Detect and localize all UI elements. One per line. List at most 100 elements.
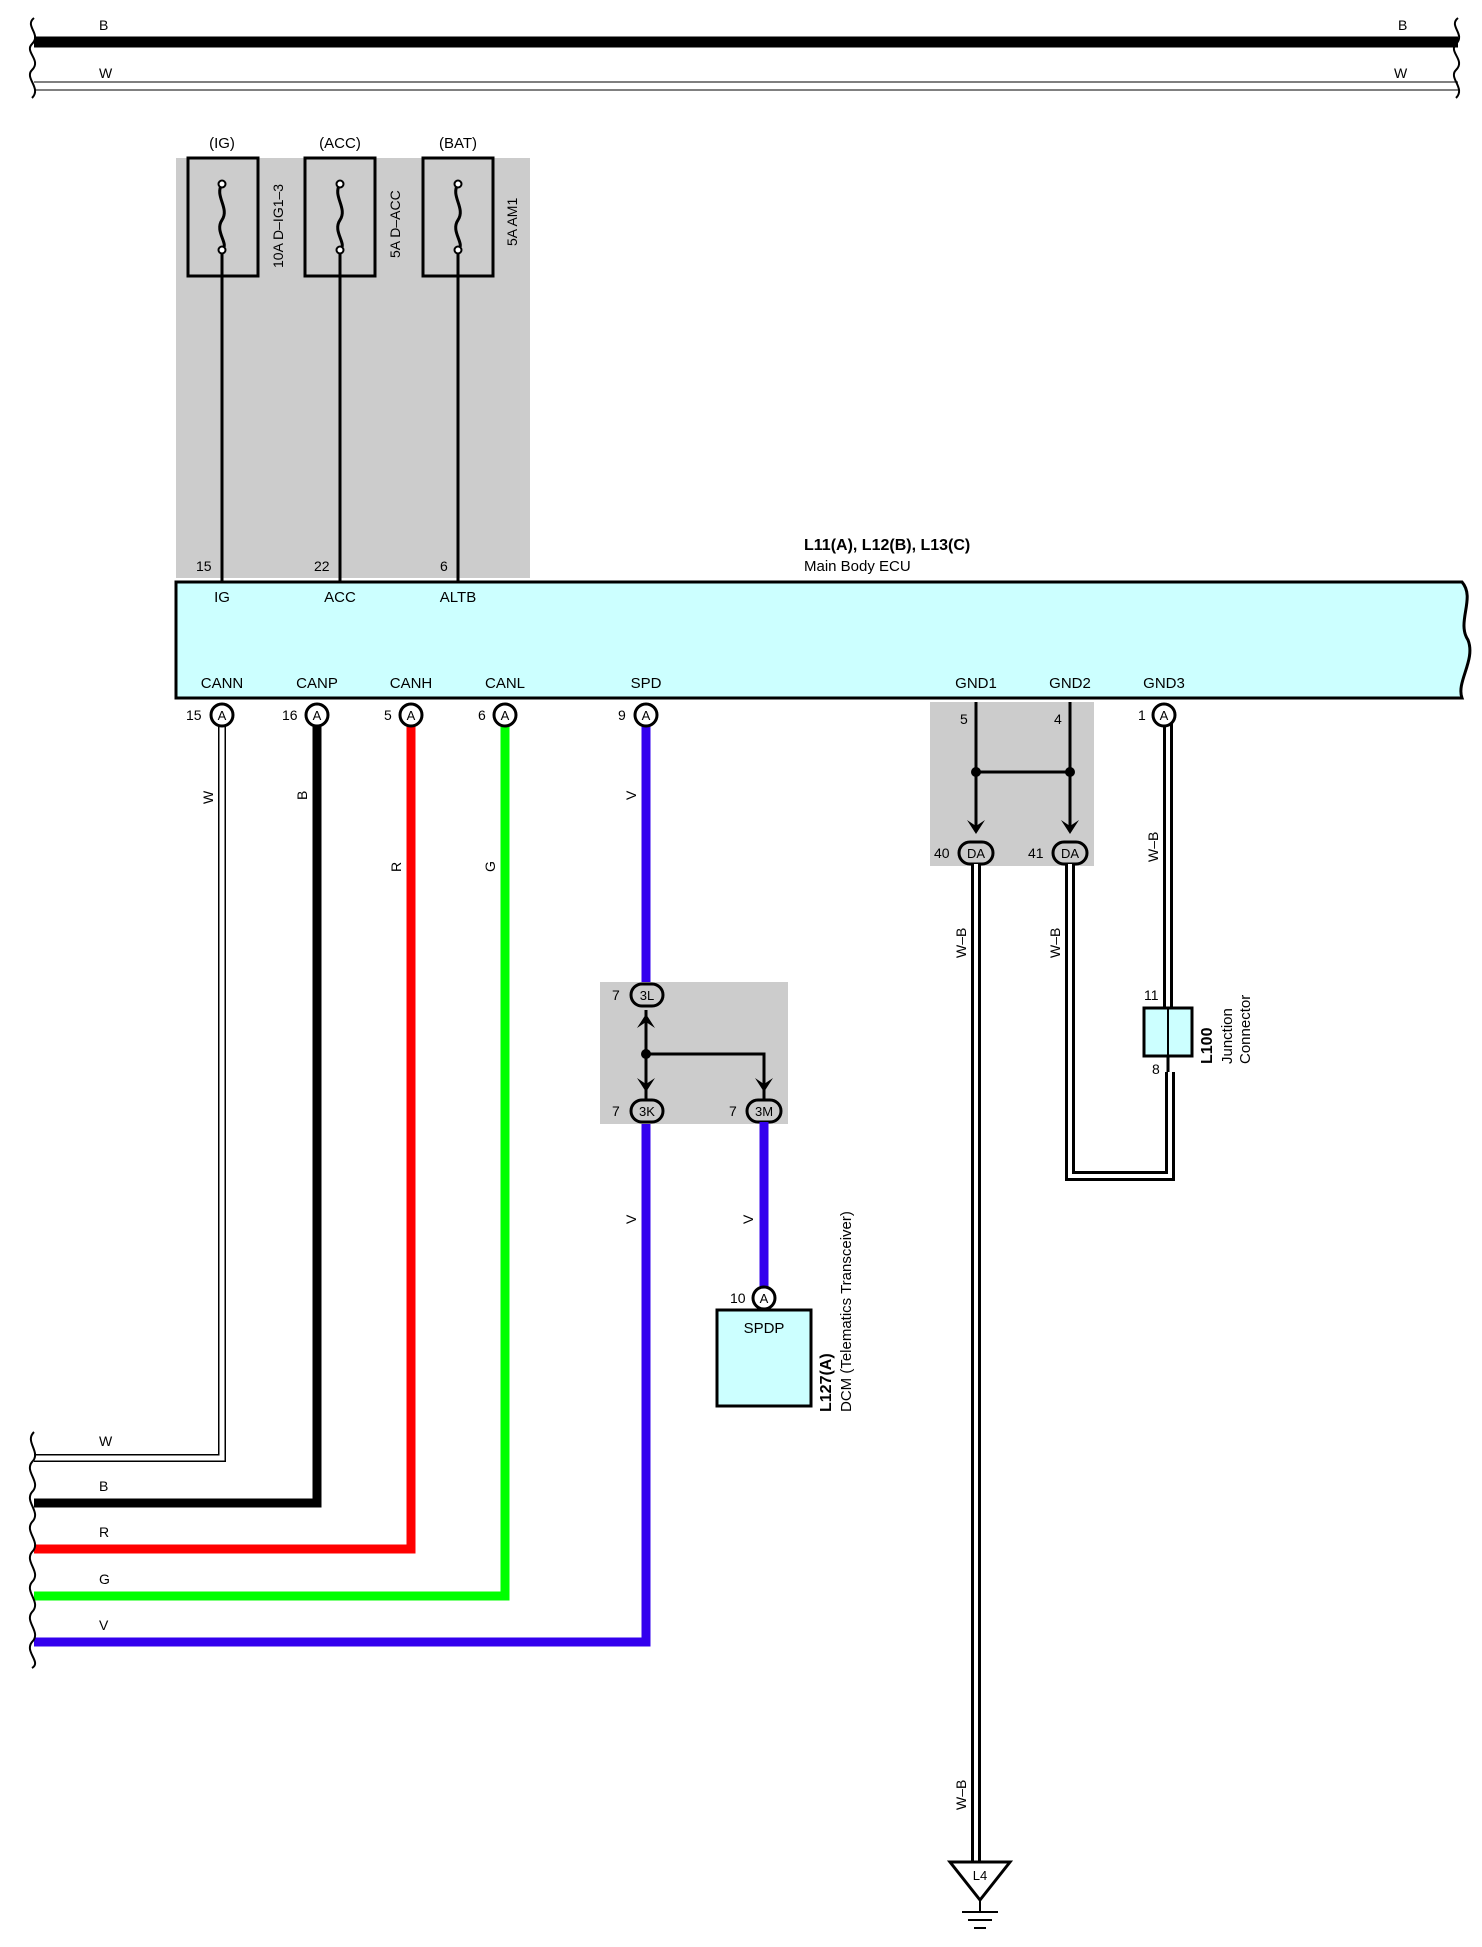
ecu-top-pin-altb-num: 6 [440,558,448,574]
junction-pin-bottom: 8 [1152,1061,1160,1077]
ecu-pin-canl-num: 6 [478,707,486,723]
junction-connector-l100: 11 8 L100 Junction Connector [1142,987,1254,1077]
ecu-top-pin-acc-num: 22 [314,558,330,574]
fuse-ig-supply: (IG) [209,135,235,152]
top-bus-label-w-left: W [99,65,113,81]
ecu-pin-canh-num: 5 [384,707,392,723]
ecu-body [174,580,1472,700]
dcm-id: L127(A) [818,1353,835,1412]
top-bus-label-b-right: B [1398,17,1407,33]
bottom-bus-v: V [99,1617,109,1633]
dcm-name: DCM (Telematics Transceiver) [838,1211,855,1412]
fuse-acc-rating: 5A D–ACC [387,190,403,258]
spd-connector-3m-num: 7 [729,1103,737,1119]
svg-text:DA: DA [1061,846,1079,861]
fuse-ig-rating: 10A D–IG1–3 [270,184,286,268]
bottom-bus: W B R G V [29,1431,113,1669]
ecu-pin-canh-name: CANH [390,675,433,692]
ecu-top-pin-acc-name: ACC [324,589,356,606]
spd-connector-3m: 3M 7 [729,1098,783,1124]
ecu-pin-cann-num: 15 [186,707,202,723]
top-bus: B B W W [29,17,1461,99]
wire-gnd-loop [1065,864,1175,1181]
fuse-bat-supply: (BAT) [439,135,477,152]
ecu-pin-canp-num: 16 [282,707,298,723]
fuse-bat-rating: 5A AM1 [504,198,520,246]
bottom-bus-b: B [99,1478,108,1494]
ecu-pin-gnd3-name: GND3 [1143,675,1185,692]
ecu-pin-canl-name: CANL [485,675,525,692]
ecu-pin-canp-name: CANP [296,675,338,692]
fuse-block-shade [176,158,530,578]
spd-connector-3k-num: 7 [612,1103,620,1119]
wire-canh [34,722,416,1554]
gnd-connector-40-num: 40 [934,845,950,861]
wire-gnd-l4-color-lower: W–B [953,1780,969,1810]
junction-id: L100 [1199,1027,1216,1064]
junction-name-1: Junction [1219,1008,1236,1064]
ecu-pin-cann-conn: A [218,708,227,723]
bottom-bus-g: G [99,1571,110,1587]
ecu-pin-gnd2-num: 4 [1054,711,1062,727]
spd-connector-3l-num: 7 [612,987,620,1003]
ecu-pin-gnd1-num: 5 [960,711,968,727]
junction-pin-top: 11 [1144,987,1159,1003]
wire-cann [34,722,226,1462]
ecu-pin-canh-conn: A [407,708,416,723]
ecu-top-pin-ig-num: 15 [196,558,212,574]
wire-spd-color: V [623,790,639,800]
ecu-pin-gnd3-conn: A [1160,708,1169,723]
wire-spd-color-lower: V [623,1214,639,1224]
gnd-junction-wiring: 5 4 [960,702,1079,834]
bottom-bus-r: R [99,1524,109,1540]
ecu-top-pin-ig-name: IG [214,589,230,606]
ecu-pin-spd-name: SPD [631,675,662,692]
spd-connector-3l: 3L 7 [612,982,665,1008]
top-bus-label-w-right: W [1394,65,1408,81]
wire-spd-dcm-color: V [740,1214,756,1224]
gnd-connector-41-num: 41 [1028,845,1044,861]
ecu-connector-ids: L11(A), L12(B), L13(C) [804,537,970,554]
dcm-pin-num: 10 [730,1290,746,1306]
ecu-pin-canp-conn: A [313,708,322,723]
ground-id: L4 [973,1868,987,1883]
ecu-top-pin-altb-name: ALTB [440,589,476,606]
fuse-ig: (IG) 10A D–IG1–3 [186,135,286,582]
top-bus-label-b-left: B [99,17,108,33]
svg-text:DA: DA [967,846,985,861]
ecu-pin-gnd1-name: GND1 [955,675,997,692]
ground-l4: L4 [946,1860,1014,1929]
fuse-acc: (ACC) 5A D–ACC [303,135,403,582]
wire-gnd-l4-color: W–B [953,928,969,958]
wire-gnd3-color: W–B [1145,832,1161,862]
ecu-pin-canl-conn: A [501,708,510,723]
svg-text:3K: 3K [639,1104,655,1119]
wire-canl [34,722,510,1601]
wire-canh-color: R [388,862,404,872]
ecu-pin-gnd2-name: GND2 [1049,675,1091,692]
spd-connector-3k: 3K 7 [612,1098,665,1124]
fuse-bat: (BAT) 5A AM1 [421,135,520,582]
spd-junction-wiring [637,1010,773,1100]
ecu-name: Main Body ECU [804,558,911,575]
dcm-unit: A 10 SPDP L127(A) DCM (Telematics Transc… [715,1211,855,1412]
fuse-acc-supply: (ACC) [319,135,361,152]
wire-gnd-loop-color: W–B [1047,928,1063,958]
gnd-connector-41: DA 41 [1028,840,1089,866]
ecu-pin-spd-num: 9 [618,707,626,723]
wire-canl-color: G [482,861,498,872]
ecu-pin-cann-name: CANN [201,675,244,692]
ecu-pin-gnd3-num: 1 [1138,707,1146,723]
wire-canp [34,722,322,1508]
svg-text:3L: 3L [640,988,654,1003]
svg-text:3M: 3M [755,1104,773,1119]
ecu-pin-spd-conn: A [642,708,651,723]
wire-cann-color: W [200,790,216,804]
junction-name-2: Connector [1237,995,1254,1064]
dcm-pin-name: SPDP [744,1320,785,1337]
wire-canp-color: B [294,791,310,800]
ecu-bottom-connectors: A 15 A 16 A 5 A 6 A 9 A 1 [186,702,1177,728]
gnd-connector-40: DA 40 [934,840,995,866]
gnd-junction-shade [930,702,1094,866]
